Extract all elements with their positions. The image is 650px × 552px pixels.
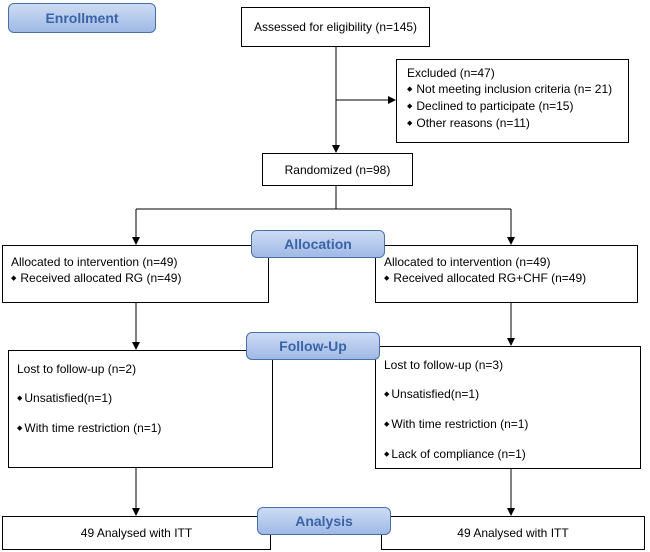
stage-enrollment: Enrollment (8, 3, 156, 33)
stage-analysis: Analysis (257, 507, 391, 535)
right-received-text: Received allocated RG+CHF (n=49) (384, 270, 637, 287)
right-lost-text: Lost to follow-up (n=3) (384, 358, 504, 372)
right-analysis-box: 49 Analysed with ITT (381, 516, 645, 550)
right-reason-item: Unsatisfied(n=1) (384, 386, 640, 403)
excluded-box: Excluded (n=47) Not meeting inclusion cr… (396, 59, 629, 143)
stage-allocation-label: Allocation (284, 236, 352, 252)
right-reason-item: Lack of compliance (n=1) (384, 446, 640, 463)
stage-enrollment-label: Enrollment (45, 10, 119, 26)
excluded-title: Excluded (n=47) (407, 66, 495, 80)
right-followup-box: Lost to follow-up (n=3) Unsatisfied(n=1)… (375, 346, 641, 469)
right-allocated-text: Allocated to intervention (n=49) (384, 255, 551, 269)
assessed-text: Assessed for eligibility (n=145) (253, 20, 418, 34)
stage-followup-label: Follow-Up (279, 338, 347, 354)
left-allocated-text: Allocated to intervention (n=49) (11, 255, 178, 269)
stage-allocation: Allocation (251, 230, 385, 258)
right-allocation-box: Allocated to intervention (n=49) Receive… (375, 245, 638, 303)
left-allocation-box: Allocated to intervention (n=49) Receive… (2, 245, 269, 303)
right-analysed-text: 49 Analysed with ITT (457, 526, 569, 540)
left-lost-text: Lost to follow-up (n=2) (17, 362, 137, 376)
stage-followup: Follow-Up (246, 332, 380, 360)
left-reason-item: Unsatisfied(n=1) (17, 390, 272, 407)
left-reason-item: With time restriction (n=1) (17, 420, 272, 437)
left-received-text: Received allocated RG (n=49) (11, 270, 268, 287)
right-reason-item: With time restriction (n=1) (384, 416, 640, 433)
left-analysed-text: 49 Analysed with ITT (80, 526, 193, 540)
assessed-box: Assessed for eligibility (n=145) (241, 7, 430, 47)
stage-analysis-label: Analysis (295, 513, 353, 529)
left-followup-box: Lost to follow-up (n=2) Unsatisfied(n=1)… (8, 350, 273, 468)
randomized-box: Randomized (n=98) (262, 153, 413, 186)
excluded-item: Not meeting inclusion criteria (n= 21) (407, 81, 628, 98)
excluded-item: Declined to participate (n=15) (407, 98, 628, 115)
excluded-item: Other reasons (n=11) (407, 115, 628, 132)
left-analysis-box: 49 Analysed with ITT (2, 516, 271, 550)
randomized-text: Randomized (n=98) (284, 162, 391, 177)
